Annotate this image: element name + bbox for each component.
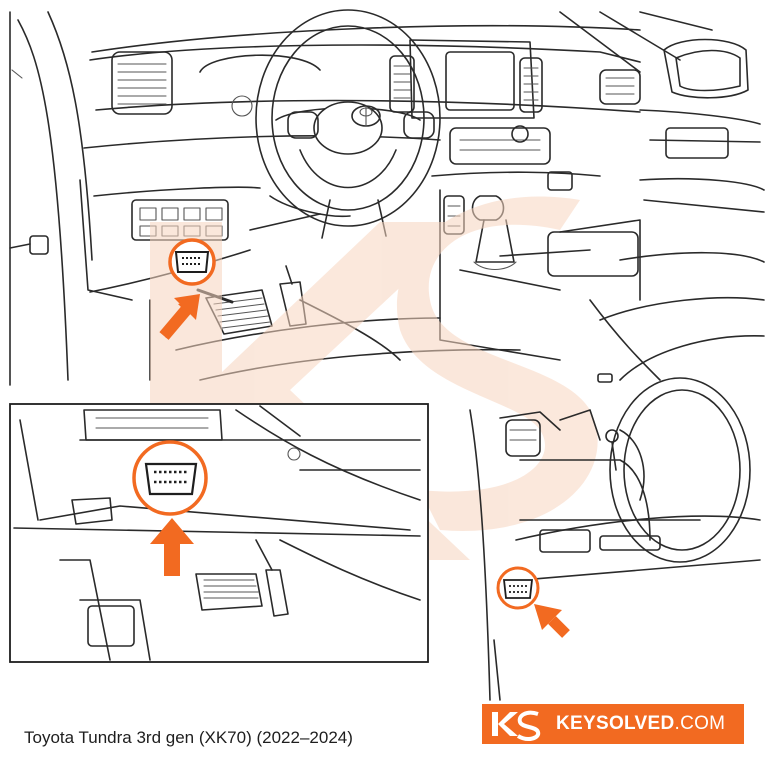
climate-controls (449, 125, 573, 191)
vehicle-caption: Toyota Tundra 3rd gen (XK70) (2022–2024) (24, 728, 353, 747)
arrow-up-left-icon (534, 604, 570, 638)
door-latch (29, 235, 49, 255)
center-air-vents (389, 55, 543, 113)
side-mirror (663, 38, 749, 99)
brand-tld: .COM (674, 713, 726, 734)
inset-closeup-panel (9, 403, 429, 663)
arrow-up-right-icon (159, 294, 200, 340)
brand-wordmark: KEYSOLVED.COM (556, 713, 725, 735)
obd-callout-inset (132, 440, 208, 516)
brand-monogram-icon (492, 710, 541, 741)
obd-port-icon (174, 251, 210, 273)
brand-badge: KEYSOLVED.COM (482, 704, 744, 744)
center-screen (409, 39, 535, 119)
right-door-panel (599, 109, 765, 381)
left-air-vent (111, 51, 173, 115)
brand-name: KEYSOLVED (556, 713, 675, 734)
steering-wheel-logo-icon (351, 105, 381, 127)
obd-port-icon (502, 579, 534, 599)
steering-wheel (255, 9, 441, 239)
side-view-panel (469, 377, 761, 701)
right-air-vent (599, 69, 641, 105)
obd-port-icon (144, 462, 198, 496)
main-dashboard-view (9, 9, 765, 386)
obd-callout-side (496, 566, 540, 610)
arrow-up-icon (150, 518, 194, 576)
obd-callout-main (168, 238, 216, 286)
